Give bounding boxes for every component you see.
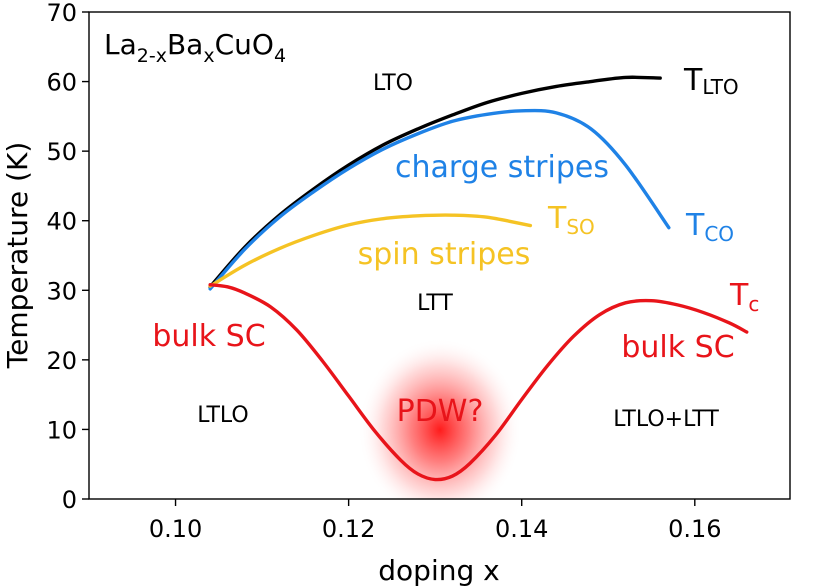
x-tick-label: 0.10 (149, 515, 202, 543)
x-axis-label: doping x (378, 554, 499, 587)
y-tick-label: 60 (46, 69, 77, 97)
x-axis: 0.10 0.12 0.14 0.16 (149, 499, 722, 543)
y-tick-label: 40 (46, 208, 77, 236)
series-line-t-co (208, 108, 671, 291)
series-line-t-c (208, 283, 749, 482)
annotation-pdw: PDW? (397, 394, 484, 429)
compound-mid: Ba (167, 28, 203, 61)
annotation-ltt: LTT (417, 291, 453, 316)
series-label-t-lto: TLTO (683, 63, 739, 99)
compound-base: La (104, 28, 137, 61)
annotation-bulk-sc-right: bulk SC (621, 330, 734, 365)
annotation-bulk-sc-left: bulk SC (152, 319, 265, 354)
compound-sub-2: x (203, 45, 214, 67)
annotation-ltlo-ltt: LTLO+LTT (613, 407, 719, 432)
y-axis: 0 10 20 30 40 50 60 70 (46, 0, 89, 514)
y-tick-label: 50 (46, 138, 77, 166)
compound-formula: La2-xBaxCuO4 (104, 28, 286, 67)
compound-sub-3: 4 (274, 45, 286, 67)
x-tick-label: 0.14 (495, 515, 548, 543)
x-tick-label: 0.12 (322, 515, 375, 543)
y-tick-label: 30 (46, 277, 77, 305)
series-label-t-c: Tc (729, 278, 759, 316)
y-axis-label: Temperature (K) (1, 142, 34, 369)
annotation-spin-stripes: spin stripes (358, 237, 531, 272)
x-tick-label: 0.16 (668, 515, 721, 543)
annotation-charge-stripes: charge stripes (395, 150, 609, 185)
y-tick-label: 10 (46, 416, 77, 444)
series-label-t-co: TCO (685, 208, 734, 246)
y-tick-label: 20 (46, 347, 77, 375)
series-line-t-so (208, 213, 533, 288)
compound-tail: CuO (215, 28, 274, 61)
pdw-glow (358, 338, 522, 499)
y-tick-label: 70 (46, 0, 77, 27)
series-label-t-so: TSO (547, 201, 595, 239)
y-tick-label: 0 (62, 486, 77, 514)
annotation-ltlo: LTLO (197, 403, 248, 428)
plot-frame (88, 11, 791, 500)
annotation-lto: LTO (373, 71, 413, 96)
series-layer (208, 75, 749, 482)
compound-sub-1: 2-x (137, 45, 167, 67)
